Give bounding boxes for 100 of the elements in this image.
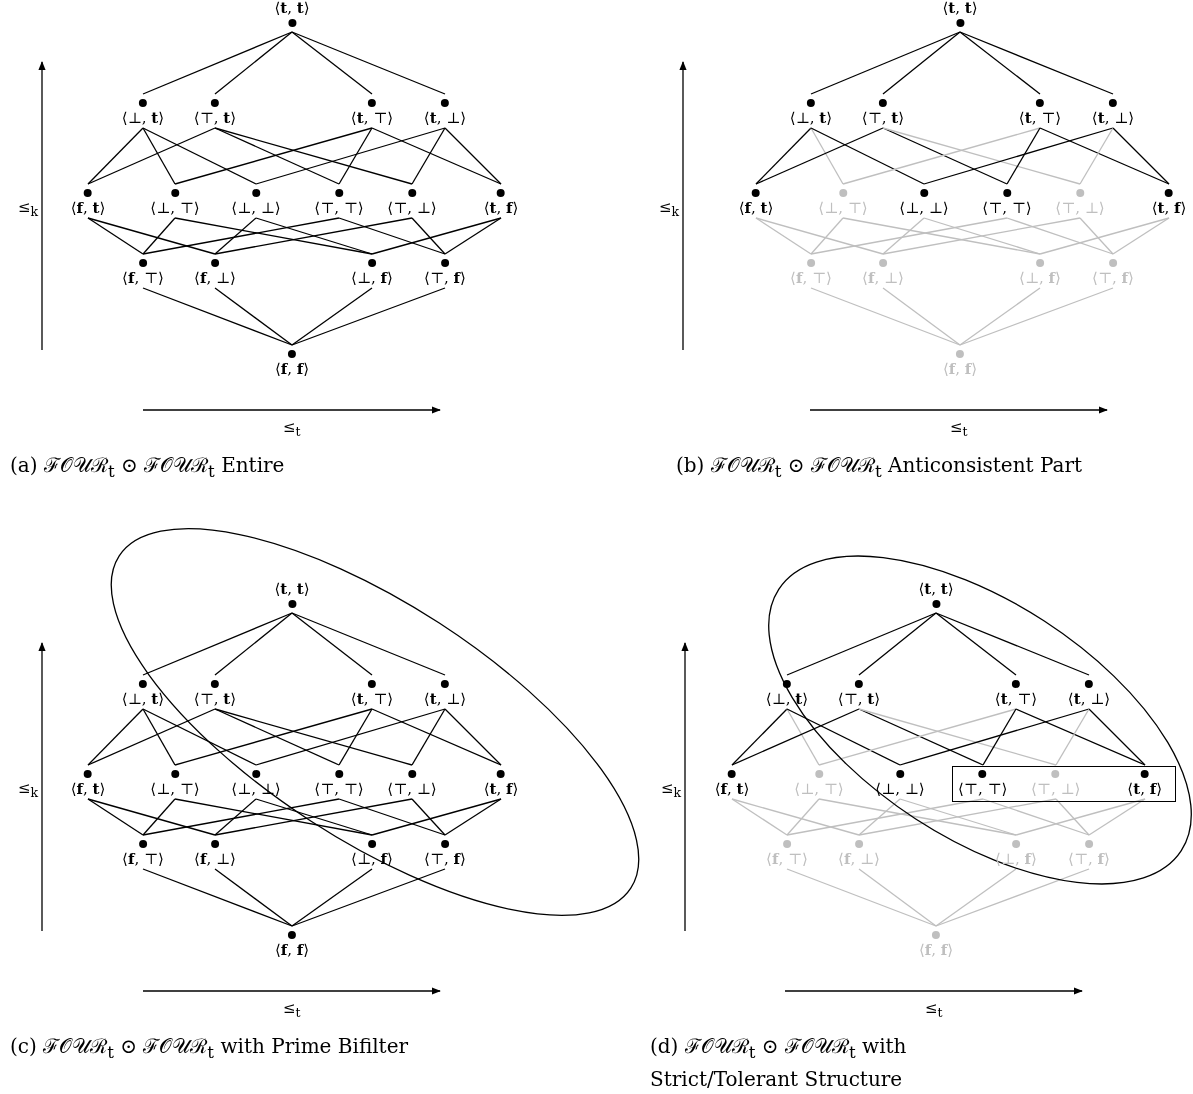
hasse-edge — [214, 287, 293, 346]
lattice-point: ⟨t, f⟩ — [483, 184, 519, 218]
hasse-edge — [255, 708, 446, 766]
lattice-point: ⟨t, t⟩ — [274, 579, 310, 613]
hasse-edge — [882, 217, 925, 255]
lattice-point: ⟨⊤, f⟩ — [1092, 254, 1134, 288]
hasse-edge — [291, 31, 446, 95]
hasse-edge — [1039, 127, 1170, 185]
hasse-edge — [444, 708, 502, 766]
hasse-edge — [371, 217, 502, 255]
lattice-point: ⟨⊤, ⊤⟩ — [957, 764, 1008, 799]
hasse-edge — [810, 217, 1008, 255]
hasse-edge — [142, 868, 293, 927]
hasse-edge — [810, 287, 961, 346]
hasse-edge — [810, 217, 844, 255]
lattice-point: ⟨f, ⊤⟩ — [766, 835, 808, 869]
lattice-point: ⟨f, t⟩ — [738, 184, 774, 218]
lattice-point: ⟨⊥, ⊤⟩ — [794, 765, 844, 799]
lattice-point: ⟨⊤, ⊥⟩ — [1030, 764, 1081, 799]
hasse-edge — [255, 127, 446, 185]
hasse-edge — [959, 287, 1041, 346]
hasse-edge — [87, 217, 216, 255]
lattice-point: ⟨⊤, ⊤⟩ — [314, 184, 364, 218]
lattice-point: ⟨⊥, ⊥⟩ — [875, 765, 925, 799]
hasse-edge — [1088, 798, 1146, 836]
lattice-point: ⟨t, t⟩ — [918, 579, 954, 613]
hasse-edge — [959, 31, 1114, 95]
lattice-point: ⟨t, ⊤⟩ — [1018, 94, 1062, 128]
lattice-point: ⟨⊥, ⊤⟩ — [150, 184, 200, 218]
hasse-edge — [882, 217, 1081, 255]
lattice-point: ⟨⊤, ⊥⟩ — [387, 765, 437, 799]
lattice-point: ⟨f, ⊥⟩ — [194, 835, 236, 869]
lattice-point: ⟨t, f⟩ — [1151, 184, 1187, 218]
hasse-edge — [87, 708, 144, 766]
hasse-edge — [142, 612, 293, 676]
highlight-rectangle — [952, 766, 1176, 802]
hasse-edge — [444, 217, 502, 255]
lattice-point: ⟨⊤, ⊤⟩ — [314, 765, 364, 799]
hasse-edge — [174, 127, 373, 185]
hasse-edge — [755, 217, 884, 255]
lattice-point: ⟨f, t⟩ — [714, 765, 750, 799]
hasse-edge — [87, 217, 144, 255]
hasse-edge — [810, 127, 844, 185]
lattice-point: ⟨t, ⊥⟩ — [423, 94, 467, 128]
hasse-edge — [1079, 127, 1114, 185]
hasse-edge — [214, 217, 257, 255]
subfigure-caption: (b) ℱ𝒪𝒰ℛ$_{t}$ ⊙ ℱ𝒪𝒰ℛ$_{t}$ Anticonsistent Part — [676, 452, 1084, 483]
hasse-edge — [371, 798, 502, 836]
hasse-edge — [858, 708, 984, 766]
hasse-edge — [291, 287, 446, 346]
hasse-edge — [935, 612, 1090, 676]
lattice-point: ⟨⊤, ⊥⟩ — [387, 184, 437, 218]
hasse-edge — [214, 127, 413, 185]
hasse-edge — [255, 798, 373, 836]
lattice-point: ⟨t, t⟩ — [942, 0, 978, 32]
hasse-edge — [142, 217, 340, 255]
hasse-edge — [411, 127, 446, 185]
hasse-edge — [923, 127, 1114, 185]
subfigure-caption: (c) ℱ𝒪𝒰ℛ$_{t}$ ⊙ ℱ𝒪𝒰ℛ$_{t}$ with Prime Bifilter — [10, 1033, 410, 1064]
hasse-edge — [899, 708, 1090, 766]
hasse-edge — [935, 868, 1090, 927]
hasse-edge — [411, 708, 446, 766]
lattice-point: ⟨f, t⟩ — [70, 184, 106, 218]
lattice-point: ⟨⊤, t⟩ — [837, 675, 881, 709]
hasse-edge — [291, 868, 373, 927]
hasse-edge — [810, 127, 925, 185]
hasse-edge — [214, 798, 413, 836]
hasse-edge — [786, 868, 937, 927]
lattice-point: ⟨f, f⟩ — [274, 926, 310, 960]
hasse-edge — [87, 127, 216, 185]
hasse-edge — [214, 127, 340, 185]
lattice-point: ⟨t, f⟩ — [483, 765, 519, 799]
lattice-point: ⟨⊥, ⊥⟩ — [231, 184, 281, 218]
hasse-edge — [810, 31, 961, 95]
hasse-edge — [731, 798, 788, 836]
hasse-edge — [882, 287, 961, 346]
hasse-edge — [338, 798, 446, 836]
axis-label: ≤$_{k}$ — [18, 198, 39, 219]
lattice-point: ⟨f, ⊥⟩ — [194, 254, 236, 288]
hasse-edge — [371, 708, 502, 766]
hasse-edge — [842, 127, 1041, 185]
axis-label: ≤$_{t}$ — [950, 418, 968, 439]
axis-label: ≤$_{k}$ — [661, 779, 682, 800]
axis-label: ≤$_{k}$ — [659, 198, 680, 219]
subfigure-caption: (d) ℱ𝒪𝒰ℛ$_{t}$ ⊙ ℱ𝒪𝒰ℛ$_{t}$ with Strict/Tolerant Structure — [650, 1033, 908, 1093]
hasse-edge — [858, 798, 1057, 836]
hasse-edge — [87, 708, 216, 766]
lattice-point: ⟨⊥, f⟩ — [995, 835, 1037, 869]
lattice-point: ⟨⊥, t⟩ — [121, 94, 165, 128]
hasse-edge — [291, 612, 446, 676]
hasse-edge — [858, 708, 1057, 766]
lattice-point: ⟨f, f⟩ — [942, 345, 978, 379]
hasse-edge — [786, 798, 820, 836]
hasse-edge — [935, 612, 1017, 676]
hasse-edge — [87, 127, 144, 185]
lattice-point: ⟨⊥, f⟩ — [351, 254, 393, 288]
hasse-edge — [959, 287, 1114, 346]
hasse-edge — [291, 287, 373, 346]
lattice-point: ⟨⊥, f⟩ — [1019, 254, 1061, 288]
lattice-point: ⟨⊥, ⊤⟩ — [818, 184, 868, 218]
